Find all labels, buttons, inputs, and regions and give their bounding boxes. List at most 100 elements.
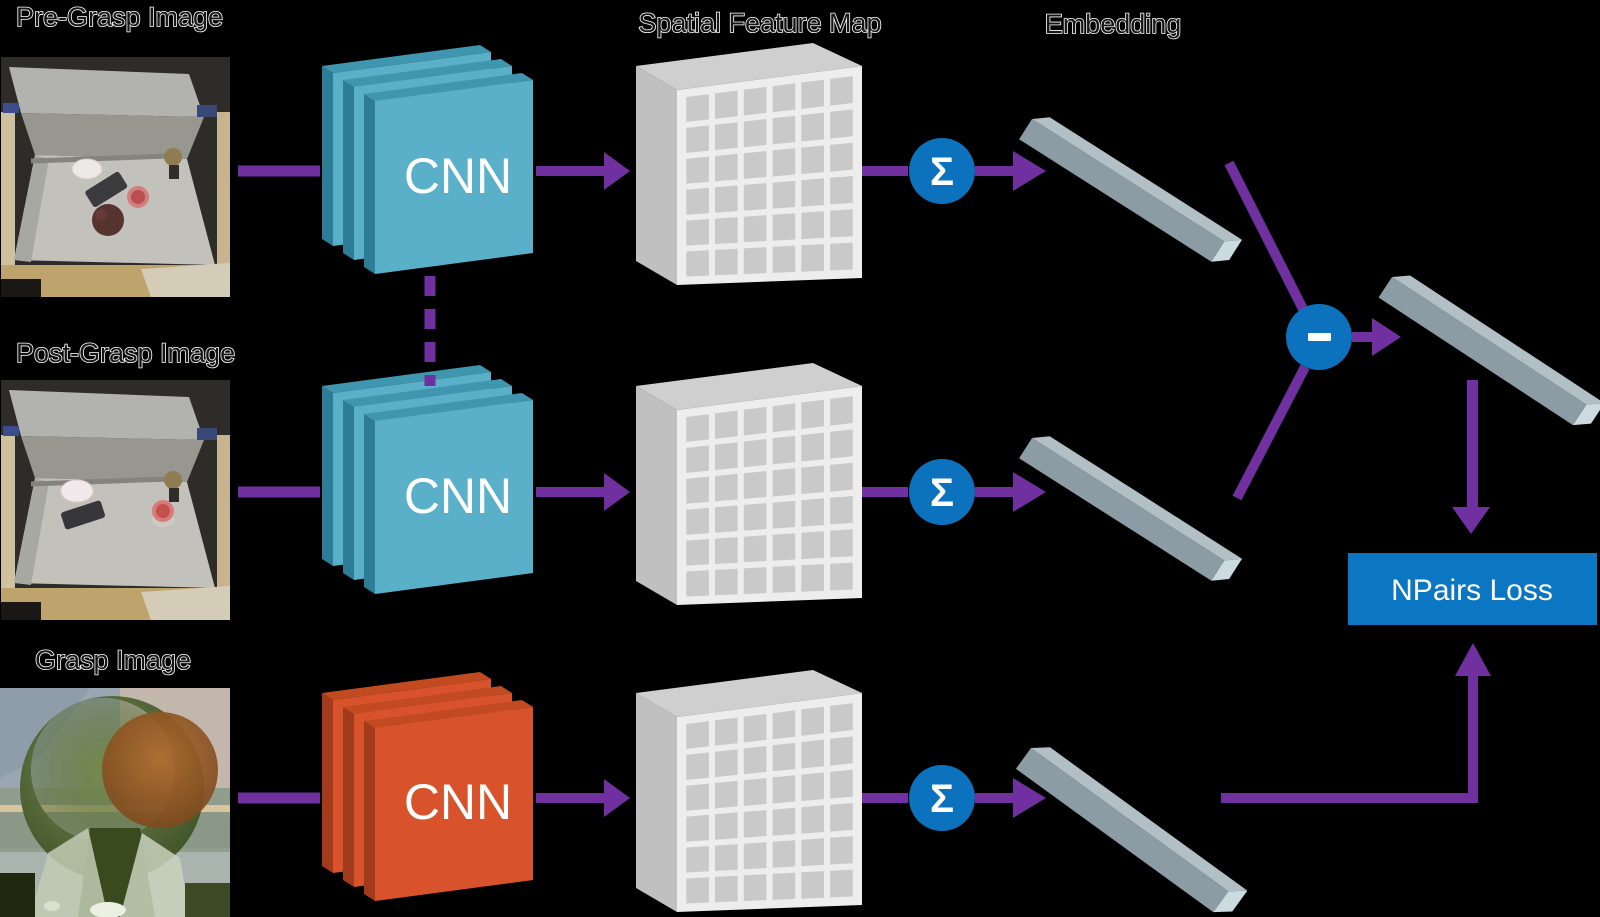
connector-image-to-cnn-1 [238, 165, 320, 177]
connector-embedding2-to-subtract [1232, 364, 1310, 501]
feature-map-cell [743, 215, 767, 243]
feature-map-cell [743, 874, 767, 902]
cnn-label-pre: CNN [404, 148, 512, 204]
feature-map-cell [686, 721, 709, 749]
feature-map-cell [743, 151, 767, 179]
feature-map-cell [830, 462, 853, 492]
sum-operator-grasp: Σ [909, 765, 975, 831]
feature-map-cell [715, 717, 738, 746]
feature-map-cell [686, 414, 709, 442]
feature-map-cell [715, 248, 738, 276]
feature-map-cell [830, 396, 853, 426]
feature-map-cell [801, 706, 824, 736]
feature-map-cell [743, 471, 767, 499]
sum-operator-post-grasp: Σ [909, 459, 975, 525]
arrowhead-icon [604, 473, 630, 511]
feature-map-cell [772, 840, 796, 868]
feature-map-cell [772, 83, 796, 113]
grasp-image-label: Grasp Image [35, 645, 191, 675]
feature-map-cell [830, 529, 853, 558]
feature-map-cell [772, 533, 796, 561]
feature-map-cell [715, 568, 738, 596]
feature-map-cell [772, 180, 796, 209]
feature-map-cell [743, 713, 767, 743]
arrowhead-icon [1013, 151, 1046, 191]
feature-map-cell [686, 187, 709, 215]
npairs-loss-box: NPairs Loss [1348, 553, 1597, 625]
feature-map-cell [772, 468, 796, 497]
connector-image-to-cnn-2 [238, 486, 320, 498]
feature-map-cell [743, 183, 767, 211]
feature-map-cell [830, 176, 853, 205]
feature-map-cell [715, 875, 738, 903]
arrowhead-icon [1452, 507, 1490, 534]
feature-map-cell [743, 567, 767, 595]
feature-map-cell [801, 399, 824, 429]
arrow-sum-to-embedding-1 [975, 166, 1013, 176]
sigma-icon: Σ [930, 777, 954, 821]
feature-map-cell [686, 445, 709, 473]
feature-map-pre-grasp [636, 43, 862, 285]
feature-map-cell [830, 562, 853, 591]
arrowhead-icon [1013, 472, 1046, 512]
feature-map-cell [830, 209, 853, 238]
feature-map-cell [743, 439, 767, 468]
pre-grasp-image-label: Pre-Grasp Image [16, 2, 223, 32]
cnn-block-pre-grasp: CNN [322, 45, 533, 274]
feature-map-cell [715, 812, 738, 840]
connector-embedding1-to-subtract [1224, 160, 1308, 312]
feature-map-cell [830, 142, 853, 172]
feature-map-cell [743, 119, 767, 148]
feature-map-cell [715, 844, 738, 871]
feature-map-cell [715, 153, 738, 182]
feature-map-cell [801, 145, 824, 174]
feature-map-cell [772, 710, 796, 740]
feature-map-cell [830, 769, 853, 799]
arrow-subtract-to-result [1352, 332, 1372, 342]
feature-map-cell [743, 247, 767, 275]
feature-map-cell [743, 842, 767, 870]
spatial-feature-map-label: Spatial Feature Map [638, 8, 881, 38]
feature-map-cell [743, 810, 767, 838]
arrowhead-icon [1372, 318, 1401, 356]
feature-map-cell [772, 742, 796, 772]
pre-grasp-photo [1, 57, 230, 297]
sigma-icon: Σ [930, 471, 954, 515]
cnn-block-post-grasp: CNN [322, 365, 533, 594]
feature-map-cell [686, 250, 709, 277]
cnn-label-post: CNN [404, 468, 512, 524]
feature-map-cell [830, 496, 853, 525]
feature-map-cell [801, 871, 824, 899]
feature-map-cell [801, 805, 824, 834]
feature-map-grid [686, 703, 853, 904]
feature-map-cell [686, 846, 709, 873]
feature-map-cell [801, 772, 824, 801]
feature-map-cell [686, 570, 709, 597]
feature-map-cell [801, 178, 824, 207]
feature-map-cell [715, 217, 738, 244]
feature-map-cell [772, 775, 796, 804]
feature-map-cell [801, 79, 824, 109]
cnn-label-grasp: CNN [404, 774, 512, 830]
embedding-bar-post-grasp [1019, 428, 1243, 589]
feature-map-cell [801, 112, 824, 142]
feature-map-cell [686, 507, 709, 535]
minus-icon [1308, 333, 1331, 341]
feature-map-cell [830, 703, 853, 733]
feature-map-cell [715, 90, 738, 119]
connector-map-to-sum-2 [862, 487, 908, 497]
feature-map-cell [830, 429, 853, 459]
feature-map-cell [686, 877, 709, 904]
feature-map-cell [772, 403, 796, 433]
post-grasp-photo [1, 380, 230, 620]
sigma-icon: Σ [930, 150, 954, 194]
arrow-result-to-loss [1467, 380, 1478, 509]
feature-map-grid [686, 76, 853, 277]
feature-map-cell [801, 211, 824, 240]
feature-map-cell [715, 122, 738, 151]
arrowhead-icon [604, 152, 630, 190]
feature-map-cell [743, 535, 767, 563]
feature-map-cell [830, 242, 853, 271]
